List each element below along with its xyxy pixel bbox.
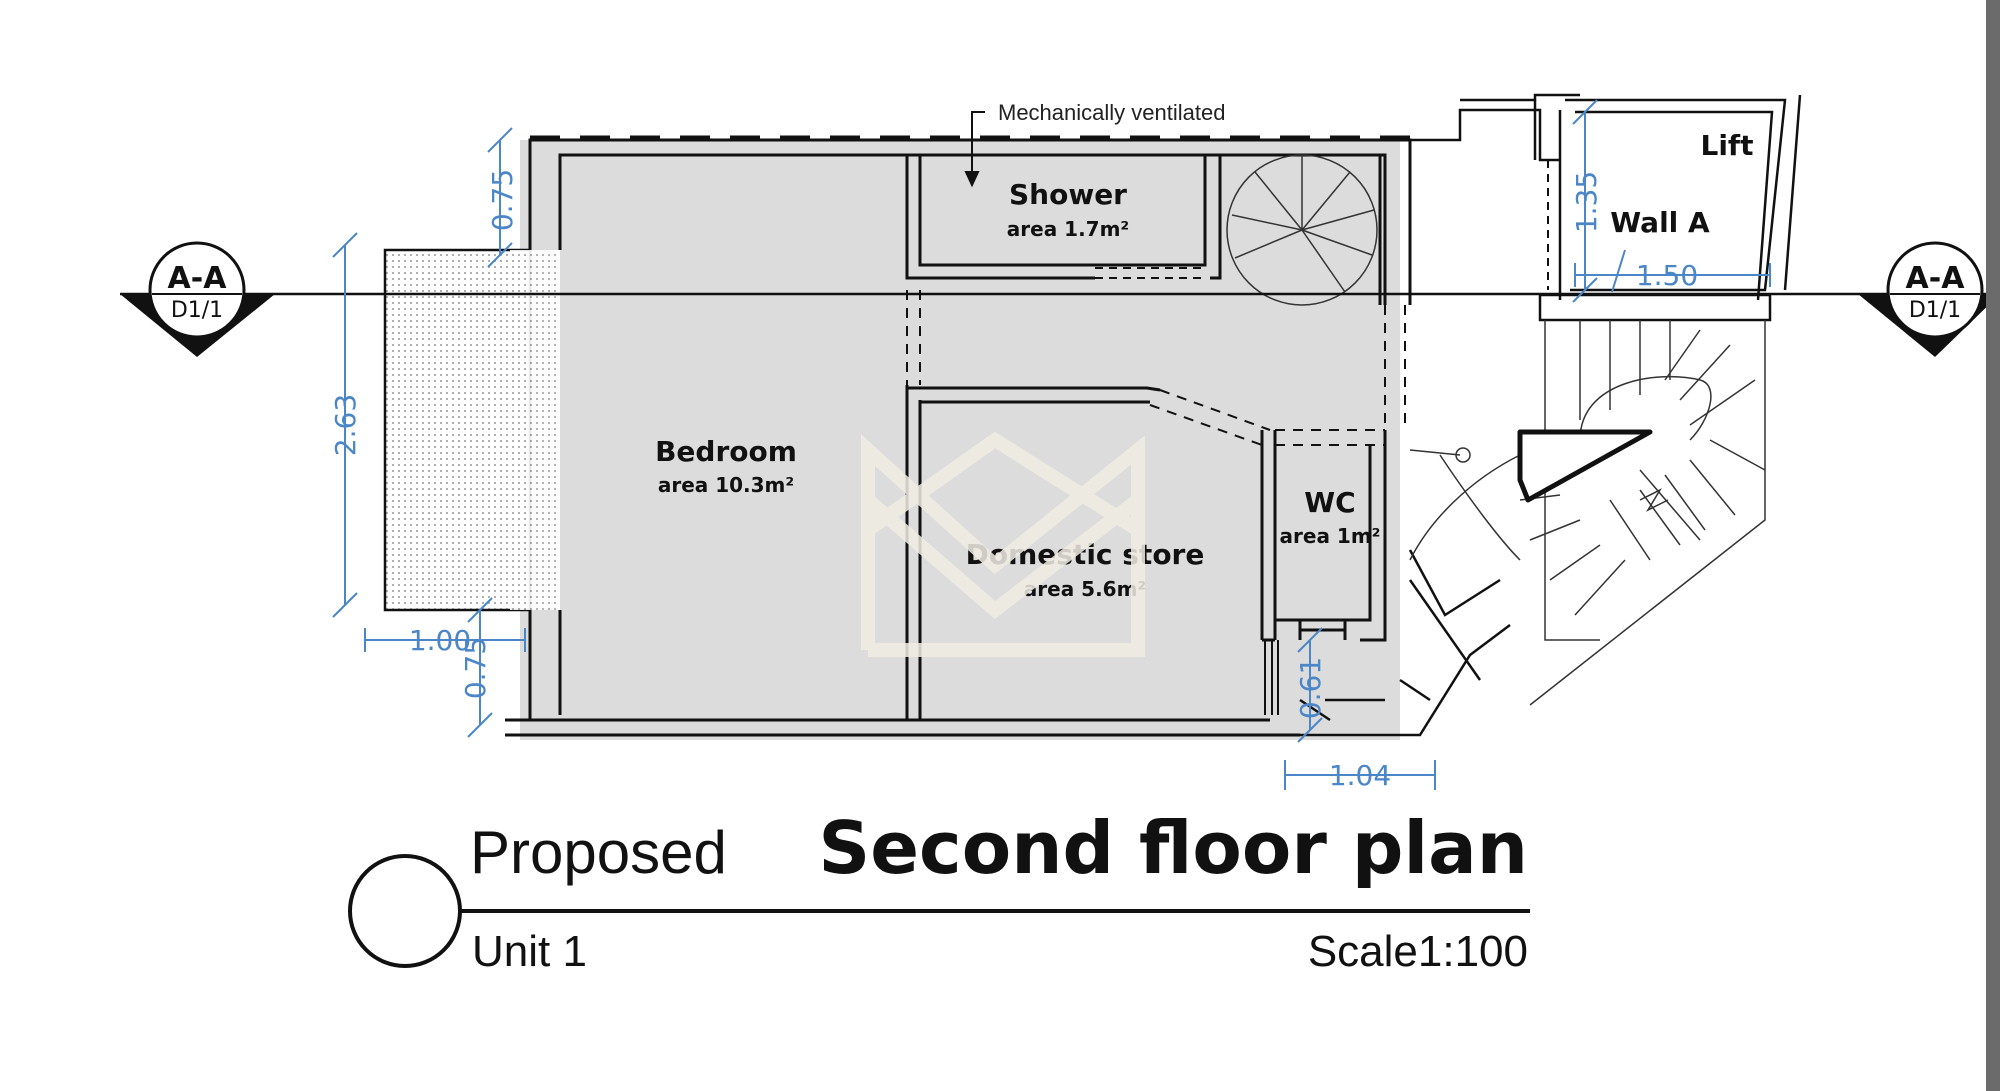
title-unit: Unit 1 [472,927,587,976]
title-block [348,854,1530,968]
ventilation-note: Mechanically ventilated [998,100,1225,125]
section-marker-right-ref: D1/1 [1909,298,1961,323]
wc-walls [1273,430,1387,642]
dimension-1-35: 1.35 [1570,171,1603,233]
main-stair [1409,320,1766,706]
ventilation-leader [964,111,985,188]
shower-walls [905,155,1382,305]
room-label-shower: Shower [1009,178,1127,211]
dimension-1-00: 1.00 [409,624,471,657]
dimension-0-61: 0.61 [1294,657,1327,719]
title-scale: Scale1:100 [1308,927,1528,976]
section-marker-right-label: A-A [1906,261,1966,296]
title-status: Proposed [470,819,727,886]
section-marker-right [1858,241,2000,357]
floor-area [520,140,1400,740]
spiral-stair [1226,154,1378,306]
room-area-domestic-store: area 5.6m² [1024,577,1146,601]
room-area-bedroom: area 10.3m² [658,473,794,497]
corridor-dashes [906,290,1406,446]
dimension-0-75-bottom: 0.75 [459,637,492,699]
room-label-wc: WC [1304,486,1355,519]
dimension-1-50: 1.50 [1636,259,1698,292]
room-area-shower: area 1.7m² [1007,217,1129,241]
stair-handrail [1517,429,1653,503]
room-area-wc: area 1m² [1280,524,1381,548]
store-door [1264,640,1279,715]
dimension-2-63: 2.63 [329,394,362,456]
room-label-wall-a: Wall A [1610,206,1710,239]
section-marker-left [120,241,275,357]
section-marker-left-ref: D1/1 [171,298,223,323]
dimension-0-75-top: 0.75 [486,169,519,231]
dimension-lines [332,99,1771,790]
balcony-area [383,248,560,612]
dimension-1-04: 1.04 [1329,759,1391,792]
lobby-walls [1299,549,1511,737]
section-marker-left-label: A-A [168,261,228,296]
watermark-logo [861,431,1145,657]
title-main: Second floor plan [818,806,1528,890]
room-label-bedroom: Bedroom [655,435,797,468]
shower-dashed-opening [1095,267,1205,279]
vertical-scrollbar[interactable] [1986,0,2000,1091]
room-label-lift: Lift [1700,129,1753,162]
